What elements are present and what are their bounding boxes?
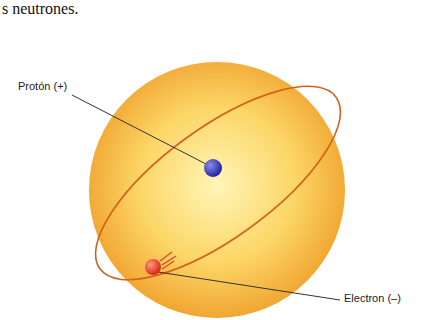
electron-orbit bbox=[68, 53, 369, 314]
caption-fragment: s neutrones. bbox=[2, 0, 78, 18]
part-label: Electron (–) bbox=[344, 292, 401, 305]
leader-line bbox=[72, 95, 206, 164]
part-label: Protón (+) bbox=[18, 80, 67, 93]
motion-lines bbox=[160, 252, 176, 269]
proton bbox=[204, 159, 222, 177]
leader-line bbox=[158, 272, 340, 300]
electron bbox=[145, 259, 161, 275]
